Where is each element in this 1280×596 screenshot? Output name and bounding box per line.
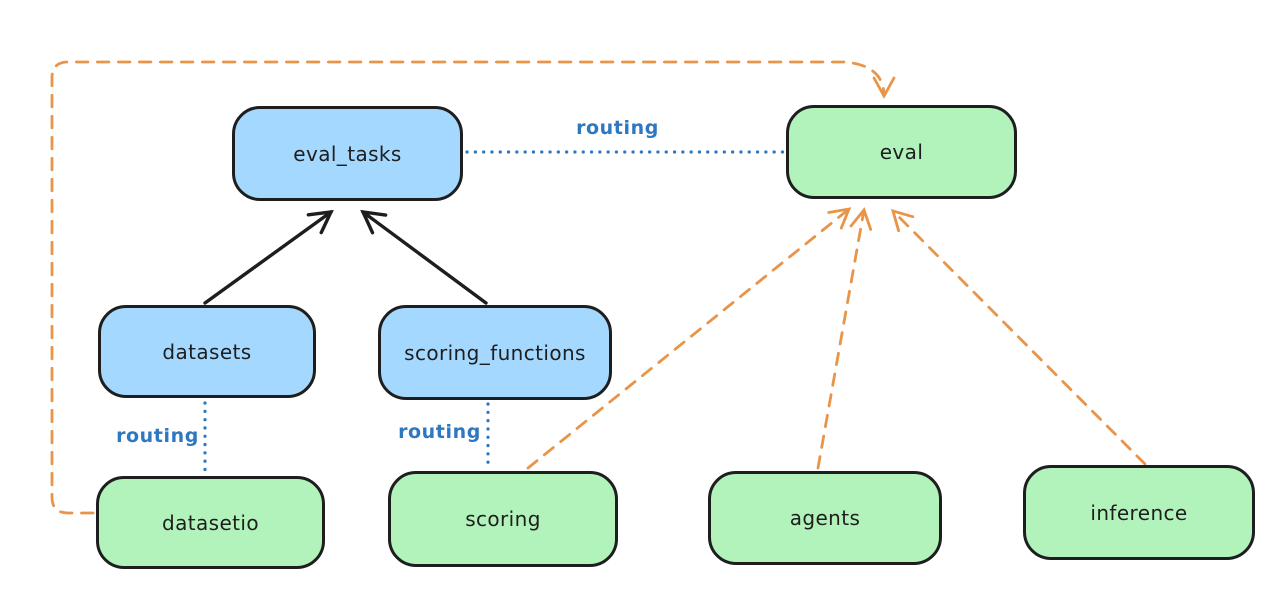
- node-scoring: scoring: [388, 471, 618, 567]
- node-eval-label: eval: [879, 140, 924, 164]
- node-inference-label: inference: [1090, 500, 1188, 525]
- node-agents-label: agents: [789, 506, 861, 530]
- node-datasets: datasets: [98, 305, 316, 398]
- edge-inference-to-eval-arrow: [890, 208, 1147, 466]
- edge-agents-to-eval-arrow: [816, 207, 873, 470]
- node-datasets-label: datasets: [162, 339, 252, 364]
- node-scoring-functions: scoring_functions: [378, 305, 612, 400]
- node-inference: inference: [1023, 465, 1255, 560]
- routing-label-eval-tasks-eval: routing: [576, 117, 659, 139]
- edge-scoring-functions-to-eval-tasks-arrow: [360, 209, 488, 305]
- node-agents: agents: [708, 471, 942, 565]
- routing-label-datasets-datasetio: routing: [116, 425, 199, 447]
- node-scoring-functions-label: scoring_functions: [404, 340, 586, 365]
- edge-datasets-to-eval-tasks-arrow: [203, 209, 334, 305]
- node-eval: eval: [786, 105, 1017, 199]
- node-datasetio-label: datasetio: [161, 510, 259, 535]
- node-eval-tasks: eval_tasks: [232, 106, 463, 201]
- edge-scoring-to-eval-arrow: [526, 207, 852, 470]
- edge-datasetio-to-eval-arrow: [50, 60, 896, 515]
- routing-label-scoring-functions-scoring: routing: [398, 421, 481, 443]
- node-scoring-label: scoring: [465, 507, 541, 531]
- node-eval-tasks-label: eval_tasks: [293, 141, 402, 166]
- node-datasetio: datasetio: [96, 476, 325, 569]
